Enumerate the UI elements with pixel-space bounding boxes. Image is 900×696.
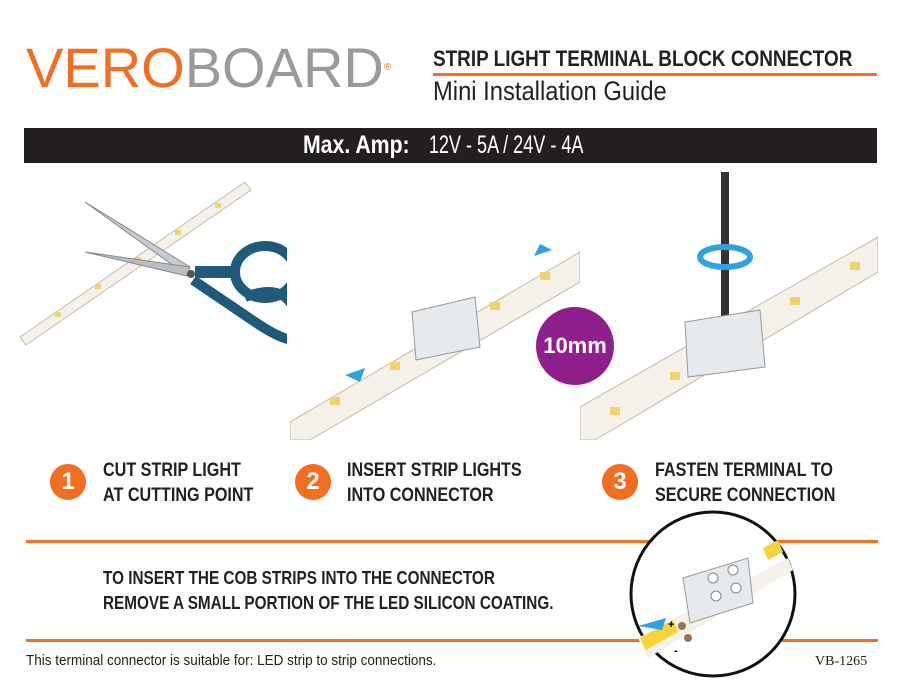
step-3-line1: FASTEN TERMINAL TO [655, 460, 833, 481]
cut-strip-image [19, 181, 287, 346]
footer-note: This terminal connector is suitable for:… [26, 652, 437, 669]
page-title: STRIP LIGHT TERMINAL BLOCK CONNECTOR [433, 46, 853, 71]
fasten-terminal-image [580, 172, 878, 440]
max-amp-bar: Max. Amp: 12V - 5A / 24V - 4A [24, 128, 877, 163]
divider-bottom [26, 639, 878, 642]
cob-inset-image: + - [629, 510, 797, 678]
registered-mark: ® [383, 62, 392, 73]
note-line1: TO INSERT THE COB STRIPS INTO THE CONNEC… [103, 568, 495, 588]
step-1-number: 1 [50, 464, 86, 500]
insert-connector-image [290, 172, 580, 440]
step-1-text: CUT STRIP LIGHT AT CUTTING POINT [103, 458, 253, 508]
step-2-line2: INTO CONNECTOR [347, 485, 494, 506]
step-2-text: INSERT STRIP LIGHTS INTO CONNECTOR [347, 458, 522, 508]
logo-board: BOARD [184, 36, 384, 99]
10mm-badge: 10mm [536, 307, 614, 385]
step-3-line2: SECURE CONNECTION [655, 485, 836, 506]
plus-label: + [668, 619, 674, 631]
minus-label: - [674, 645, 678, 657]
logo-vero: VERO [26, 36, 185, 99]
veroboard-logo: VEROBOARD® [26, 36, 391, 100]
note-line2: REMOVE A SMALL PORTION OF THE LED SILICO… [103, 593, 554, 613]
title-divider [433, 73, 877, 76]
step-1-line2: AT CUTTING POINT [103, 485, 254, 506]
step-3-number: 3 [602, 464, 638, 500]
step-3-text: FASTEN TERMINAL TO SECURE CONNECTION [655, 458, 835, 508]
max-amp-label: Max. Amp: [303, 131, 410, 159]
step-1-line1: CUT STRIP LIGHT [103, 460, 241, 481]
divider-top [26, 540, 878, 543]
step-2-line1: INSERT STRIP LIGHTS [347, 460, 522, 481]
max-amp-value: 12V - 5A / 24V - 4A [429, 131, 585, 159]
cob-note: TO INSERT THE COB STRIPS INTO THE CONNEC… [103, 566, 554, 616]
step-2-number: 2 [295, 464, 331, 500]
product-code: VB-1265 [815, 654, 868, 669]
page-subtitle: Mini Installation Guide [433, 76, 667, 106]
